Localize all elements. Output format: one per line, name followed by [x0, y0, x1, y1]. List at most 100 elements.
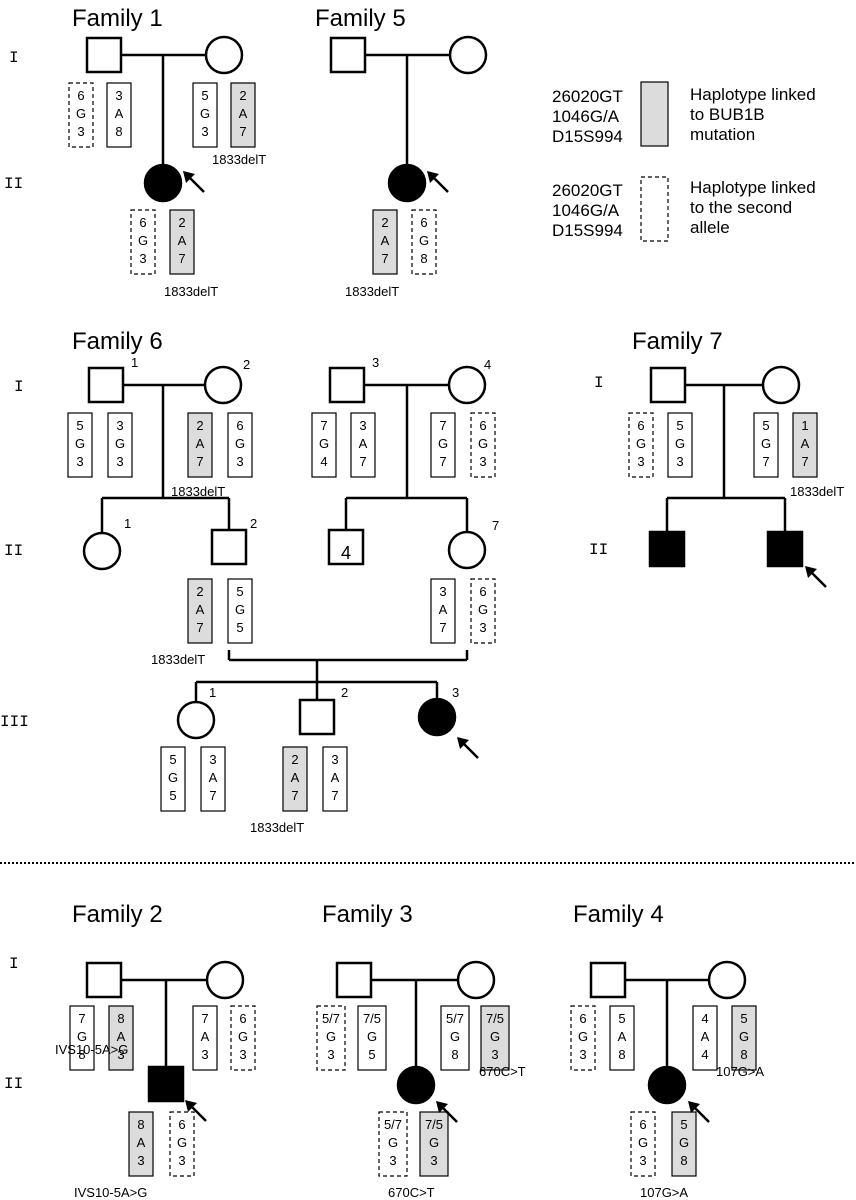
haplotype-allele: 3 [439, 584, 446, 599]
haplotype-allele: 6 [139, 215, 146, 230]
haplotype-allele: 5 [680, 1117, 687, 1132]
haplotype-allele: 6 [639, 1117, 646, 1132]
individual-number: 2 [243, 357, 250, 372]
circle-proband-female-symbol [417, 697, 457, 737]
legend-text: Haplotype linked [690, 178, 816, 197]
haplotype-allele: G [238, 1029, 248, 1044]
haplotype-allele: A [137, 1135, 146, 1150]
haplotype-allele: 5 [762, 418, 769, 433]
haplotype-allele: G [168, 770, 178, 785]
haplotype-allele: 7 [201, 1011, 208, 1026]
generation-label: I [9, 955, 19, 973]
haplotype-box: 3A8 [106, 82, 132, 148]
haplotype-allele: 6 [579, 1011, 586, 1026]
haplotype-box: 5G3 [192, 82, 218, 148]
haplotype-allele: G [367, 1029, 377, 1044]
haplotype-box-frame [322, 746, 348, 812]
haplotype-box-frame [731, 1005, 757, 1071]
haplotype-allele: 3 [116, 454, 123, 469]
square-male-symbol [335, 961, 373, 999]
generation-label: I [14, 378, 24, 396]
haplotype-box-frame [667, 412, 693, 478]
circle-female-symbol [447, 365, 487, 405]
circle-female-symbol [203, 365, 243, 405]
haplotype-box: 3A7 [322, 746, 348, 812]
haplotype-allele: 8 [420, 251, 427, 266]
haplotype-allele: G [115, 436, 125, 451]
haplotype-allele: 2 [178, 215, 185, 230]
haplotype-allele: G [478, 602, 488, 617]
haplotype-allele: 3 [236, 454, 243, 469]
haplotype-box: 2A7 [187, 412, 213, 478]
haplotype-box-frame [357, 1005, 387, 1071]
individual-number: 2 [250, 516, 257, 531]
haplotype-allele: 6 [479, 418, 486, 433]
haplotype-box-frame [106, 82, 132, 148]
haplotype-allele: A [439, 602, 448, 617]
haplotype-allele: A [201, 1029, 210, 1044]
haplotype-box: 5G8 [731, 1005, 757, 1071]
haplotype-box-frame [282, 746, 308, 812]
generation-label: II [4, 542, 23, 560]
individual-number: 1 [131, 355, 138, 370]
haplotype-allele: 6 [77, 88, 84, 103]
haplotype-box-frame [753, 412, 779, 478]
haplotype-allele: 4 [701, 1047, 708, 1062]
haplotype-allele: 3 [479, 620, 486, 635]
arrow-head [436, 1101, 448, 1113]
haplotype-allele: 6 [479, 584, 486, 599]
haplotype-allele: A [291, 770, 300, 785]
haplotype-allele: 3 [117, 1047, 124, 1062]
haplotype-allele: G [438, 436, 448, 451]
haplotype-allele: 8 [78, 1047, 85, 1062]
legend-marker: 26020GT [552, 87, 623, 106]
generation-label: I [9, 49, 19, 67]
family-6-title: Family 6 [72, 328, 163, 355]
haplotype-allele: 5 [740, 1011, 747, 1026]
haplotype-box: 6G3 [130, 209, 156, 275]
haplotype-allele: 8 [137, 1117, 144, 1132]
square-male-symbol [649, 366, 687, 404]
haplotype-box-frame [316, 1005, 346, 1071]
haplotype-allele: A [196, 602, 205, 617]
haplotype-allele: G [739, 1029, 749, 1044]
haplotype-box: 2A7 [372, 209, 398, 275]
haplotype-box: 5G5 [160, 746, 186, 812]
mutation-label: 1833delT [790, 484, 844, 499]
generation-label: III [0, 713, 29, 731]
haplotype-box-frame [108, 1005, 134, 1071]
haplotype-box: 2A7 [169, 209, 195, 275]
haplotype-allele: 3 [201, 1047, 208, 1062]
haplotype-allele: A [801, 436, 810, 451]
haplotype-boxes: 6G33A85G32A76G32A72A76G85G33G32A76G37G43… [67, 82, 818, 1177]
haplotype-allele: A [178, 233, 187, 248]
haplotype-box: 7/5G3 [419, 1111, 449, 1177]
haplotype-box: 2A7 [187, 578, 213, 644]
haplotype-box: 6G3 [628, 412, 654, 478]
legend: 26020GT 1046G/A D15S994 Haplotype linked… [552, 81, 816, 242]
haplotype-allele: G [429, 1135, 439, 1150]
haplotype-box: 5G5 [227, 578, 253, 644]
haplotype-box: 7A 3 [192, 1005, 218, 1071]
haplotype-box: 5/7G8 [440, 1005, 470, 1071]
family-7-title: Family 7 [632, 328, 723, 355]
haplotype-box-frame [187, 412, 213, 478]
haplotype-allele: 3 [331, 752, 338, 767]
haplotype-box: 7/5G3 [480, 1005, 510, 1071]
haplotype-box: 6G3 [570, 1005, 596, 1071]
generation-label: II [4, 175, 23, 193]
haplotype-allele: G [319, 436, 329, 451]
legend-linked-swatch [640, 81, 669, 147]
haplotype-allele: G [177, 1135, 187, 1150]
haplotype-allele: 5/7 [322, 1011, 340, 1026]
haplotype-box-frame [192, 1005, 218, 1071]
arrow-shaft [189, 177, 205, 193]
haplotype-box-frame [440, 1005, 470, 1071]
haplotype-allele: 7 [239, 124, 246, 139]
arrow-shaft [442, 1107, 458, 1123]
haplotype-allele: 7 [439, 418, 446, 433]
haplotype-box: 5A8 [609, 1005, 635, 1071]
haplotype-box: 6G 3 [470, 578, 496, 644]
haplotype-box-frame [160, 746, 186, 812]
